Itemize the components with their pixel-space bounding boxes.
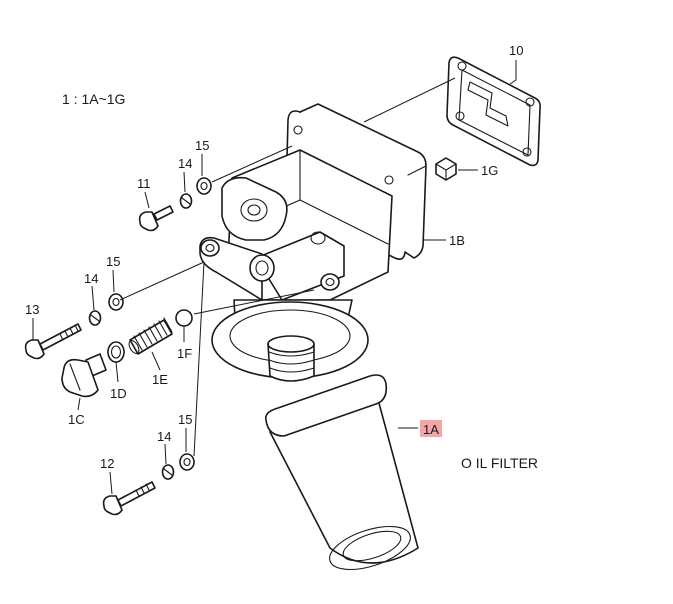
spring-part-1E	[128, 317, 173, 355]
callout-1G[interactable]: 1G	[481, 163, 498, 178]
callout-14-middle[interactable]: 14	[84, 271, 98, 286]
caption-oil-filter: O IL FILTER	[461, 455, 538, 471]
callout-15-bottom[interactable]: 15	[178, 412, 192, 427]
washer-part-15-middle	[108, 293, 124, 311]
plug-part-1C	[61, 353, 107, 398]
callout-14-top[interactable]: 14	[178, 156, 192, 171]
ball-part-1F	[175, 309, 193, 327]
callout-1F[interactable]: 1F	[177, 346, 192, 361]
callout-1E[interactable]: 1E	[152, 372, 168, 387]
callout-1C[interactable]: 1C	[68, 412, 85, 427]
callout-15-top[interactable]: 15	[195, 138, 209, 153]
callout-1B[interactable]: 1B	[449, 233, 465, 248]
assembly-lines	[119, 77, 456, 457]
washer-part-15-top	[196, 177, 212, 195]
callout-leaders	[32, 60, 517, 495]
callout-14-bottom[interactable]: 14	[157, 429, 171, 444]
oil-filter-part-1A	[264, 374, 419, 571]
callout-10[interactable]: 10	[509, 43, 523, 58]
callout-1D[interactable]: 1D	[110, 386, 127, 401]
lock-washer-part-14-top	[179, 193, 193, 209]
callout-1A[interactable]: 1A	[423, 422, 439, 437]
bolt-part-12	[102, 481, 156, 516]
callout-15-middle[interactable]: 15	[106, 254, 120, 269]
o-ring-part-1D	[107, 341, 125, 363]
bolt-part-11	[138, 205, 174, 232]
gasket-part-10	[446, 56, 541, 167]
plug-part-1G	[435, 157, 457, 181]
lock-washer-part-14-middle	[88, 310, 102, 326]
range-label: 1 : 1A~1G	[62, 91, 125, 107]
callout-13[interactable]: 13	[25, 302, 39, 317]
bolt-part-13	[24, 323, 82, 360]
lock-washer-part-14-bottom	[161, 464, 175, 480]
filter-head-part-1B	[199, 103, 427, 382]
callout-1A-highlight	[420, 420, 442, 437]
washer-part-15-bottom	[179, 453, 195, 471]
callout-12[interactable]: 12	[100, 456, 114, 471]
callout-11[interactable]: 11	[137, 176, 151, 191]
